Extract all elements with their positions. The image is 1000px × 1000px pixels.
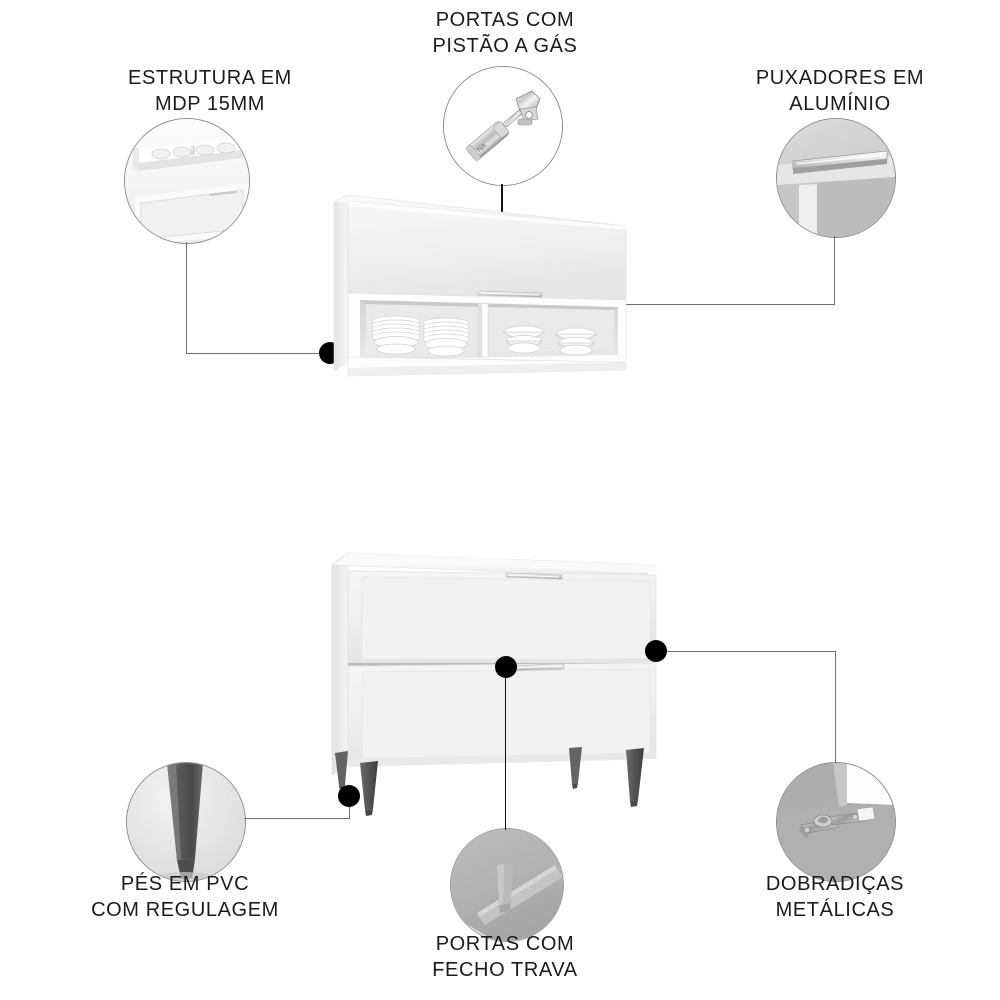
leader-pes-vertical — [349, 800, 350, 819]
leader-fecho-vertical — [505, 670, 506, 830]
callout-label-pistao: PORTAS COM PISTÃO A GÁS — [432, 9, 578, 57]
callout-label-pes: PÉS EM PVC COM REGULAGEM — [91, 873, 279, 921]
metal-hinge-closeup — [776, 762, 896, 882]
leader-dobradicas-horizontal — [664, 651, 836, 652]
callout-label-puxadores: PUXADORES EM ALUMÍNIO — [755, 67, 925, 115]
leader-puxadores-vertical — [834, 236, 835, 304]
leader-pes-horizontal — [244, 818, 349, 819]
callout-label-estrutura: ESTRUTURA EM MDP 15MM — [128, 67, 292, 115]
leader-puxadores-horizontal — [527, 304, 835, 305]
callout-label-dobradicas: DOBRADIÇAS METÁLICAS — [765, 873, 905, 921]
leader-estrutura-vertical — [186, 242, 187, 353]
svg-text:NA: NA — [476, 142, 488, 154]
leader-estrutura-horizontal — [186, 353, 330, 354]
upper-cabinet-illustration — [326, 190, 666, 385]
gas-piston-closeup: NA — [443, 66, 563, 186]
dot-lower-cabinet-right-edge — [645, 640, 667, 662]
cabinet-structure-closeup — [124, 118, 250, 244]
pvc-foot-closeup — [126, 762, 246, 882]
leader-dobradicas-vertical — [835, 651, 836, 763]
lower-cabinet-illustration — [326, 543, 670, 818]
dot-lower-cabinet-foot — [338, 785, 360, 807]
dot-lower-cabinet-drawer-divider — [495, 656, 517, 678]
aluminum-handle-closeup — [776, 118, 896, 238]
door-latch-closeup — [450, 828, 564, 942]
callout-label-fecho: PORTAS COM FECHO TRAVA — [432, 933, 578, 981]
